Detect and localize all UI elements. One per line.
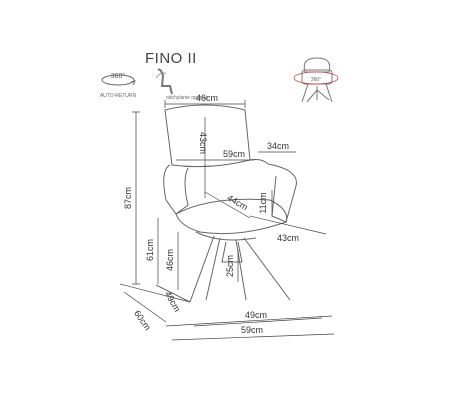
dim-total-width: 59cm (241, 325, 263, 335)
dim-seat-height: 46cm (165, 249, 175, 271)
swivel-label: 360° (311, 77, 321, 83)
dim-base-depth: 49cm (163, 289, 183, 313)
dim-base-width: 49cm (245, 310, 267, 320)
dim-seat-width: 43cm (277, 233, 299, 243)
product-title: FINO II (145, 50, 197, 67)
dim-back-height: 43cm (198, 132, 208, 154)
dim-total-depth: 60cm (132, 308, 153, 332)
dim-leg-height: 25cm (225, 255, 235, 277)
chair-tilt-icon: odchylanie oparcia (155, 68, 208, 101)
dim-total-height: 87cm (123, 187, 133, 209)
rotation-label: 360° (111, 72, 126, 80)
dim-armrest-height: 11cm (258, 192, 268, 213)
dim-inner-width: 59cm (223, 149, 245, 159)
tilt-label: odchylanie oparcia (166, 95, 208, 101)
auto-return-label: AUTO-RETURN (100, 93, 137, 99)
dimension-lines (119, 100, 335, 341)
rotation-icon: 360° AUTO-RETURN (100, 72, 137, 99)
dim-armrest-depth: 34cm (267, 141, 289, 151)
dim-arm-height: 61cm (145, 239, 155, 261)
chair-outline (163, 104, 297, 303)
dim-seat-depth: 44cm (225, 193, 249, 213)
dim-back-width-top: 46cm (196, 93, 218, 103)
swivel-chair-icon: 360° (293, 57, 339, 103)
